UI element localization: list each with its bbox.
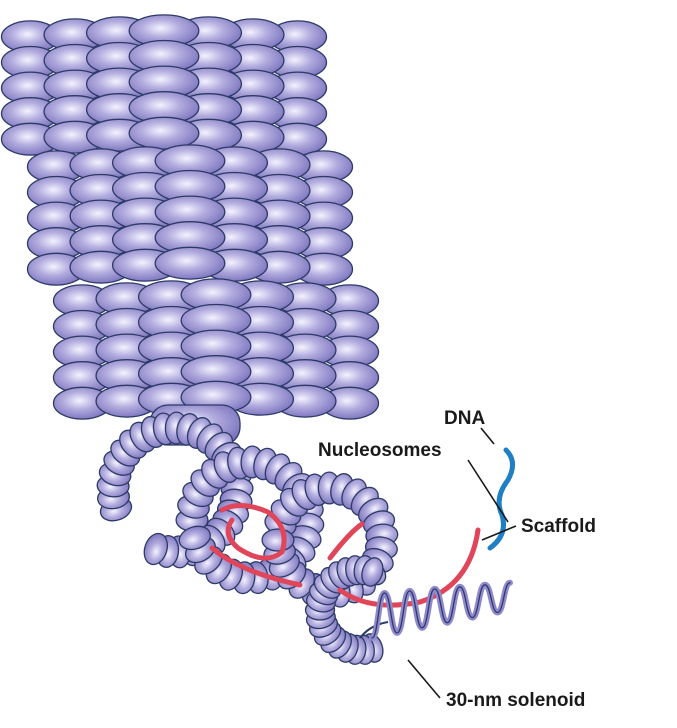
- nucleosome-bead: [361, 557, 384, 587]
- dna-strand: [487, 447, 515, 551]
- nucleosome-bead: [178, 525, 211, 551]
- nucleosome-disk: [154, 246, 226, 280]
- nucleosome-bead: [261, 528, 295, 552]
- solenoid-label: 30-nm solenoid: [446, 690, 585, 711]
- nucleosomes-label: Nucleosomes: [318, 440, 442, 461]
- chromatin-block: [0, 14, 328, 156]
- chromatin-block: [52, 278, 380, 420]
- solenoid-leader: [407, 659, 441, 699]
- condensed-chromatin-blocks: [0, 14, 380, 446]
- scaffold-label: Scaffold: [521, 516, 596, 537]
- dna-label: DNA: [444, 408, 485, 429]
- leader-lines: [407, 427, 517, 699]
- scaffold-strand: [209, 503, 481, 608]
- nucleosome-bead: [143, 532, 169, 566]
- scaffold-leader: [481, 525, 517, 541]
- nucleosomes-leader: [467, 459, 509, 523]
- thin-fiber-tail: [359, 579, 513, 641]
- chromatin-block: [26, 144, 354, 286]
- dna-leader: [480, 427, 495, 445]
